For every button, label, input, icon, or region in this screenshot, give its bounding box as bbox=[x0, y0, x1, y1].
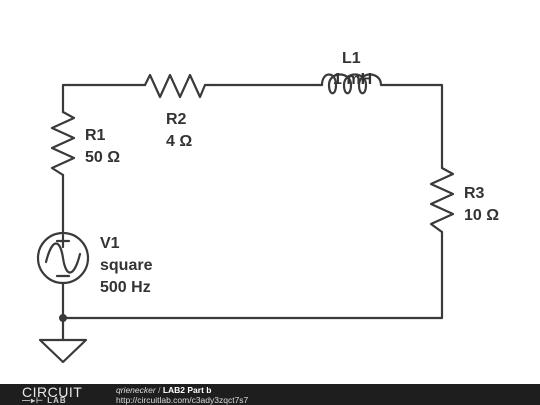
r2-name: R2 bbox=[166, 111, 187, 128]
resistor-r1 bbox=[50, 110, 76, 177]
circuit-title: LAB2 Part b bbox=[162, 385, 212, 395]
inductor-l1 bbox=[313, 73, 394, 95]
meta-separator: / bbox=[158, 385, 161, 395]
r3-value: 10 Ω bbox=[464, 207, 499, 224]
v1-frequency: 500 Hz bbox=[100, 279, 151, 296]
r3-name: R3 bbox=[464, 185, 485, 202]
logo-lab-text: LAB bbox=[47, 396, 67, 405]
circuitlab-logo-sub: —▸⊢ LAB bbox=[22, 396, 67, 405]
schematic-canvas: L1 1 mH R2 4 Ω R1 50 Ω R3 10 Ω V1 square… bbox=[36, 50, 499, 364]
r1-value: 50 Ω bbox=[85, 149, 120, 166]
footer-bar: CIRCUIT —▸⊢ LAB qrienecker / LAB2 Part b… bbox=[0, 384, 540, 405]
v1-name: V1 bbox=[100, 235, 120, 252]
wire-left-top bbox=[61, 83, 147, 114]
wire-right-top bbox=[390, 83, 444, 170]
l1-name: L1 bbox=[342, 50, 361, 67]
circuitlab-logo[interactable]: CIRCUIT bbox=[22, 384, 83, 400]
author-link[interactable]: qrienecker bbox=[116, 385, 156, 395]
v1-type: square bbox=[100, 257, 153, 274]
r1-name: R1 bbox=[85, 127, 106, 144]
resistor-r2 bbox=[143, 73, 212, 99]
voltage-source-v1 bbox=[36, 231, 90, 285]
circuit-meta: qrienecker / LAB2 Part b bbox=[116, 385, 211, 395]
ground-icon bbox=[38, 338, 88, 364]
r2-value: 4 Ω bbox=[166, 133, 192, 150]
resistor-r3 bbox=[429, 166, 455, 234]
wire-right-bottom bbox=[61, 230, 444, 320]
junction-dot bbox=[59, 314, 67, 322]
l1-value: 1 mH bbox=[333, 71, 372, 88]
circuit-url-link[interactable]: http://circuitlab.com/c3ady3zqct7s7 bbox=[116, 395, 249, 405]
